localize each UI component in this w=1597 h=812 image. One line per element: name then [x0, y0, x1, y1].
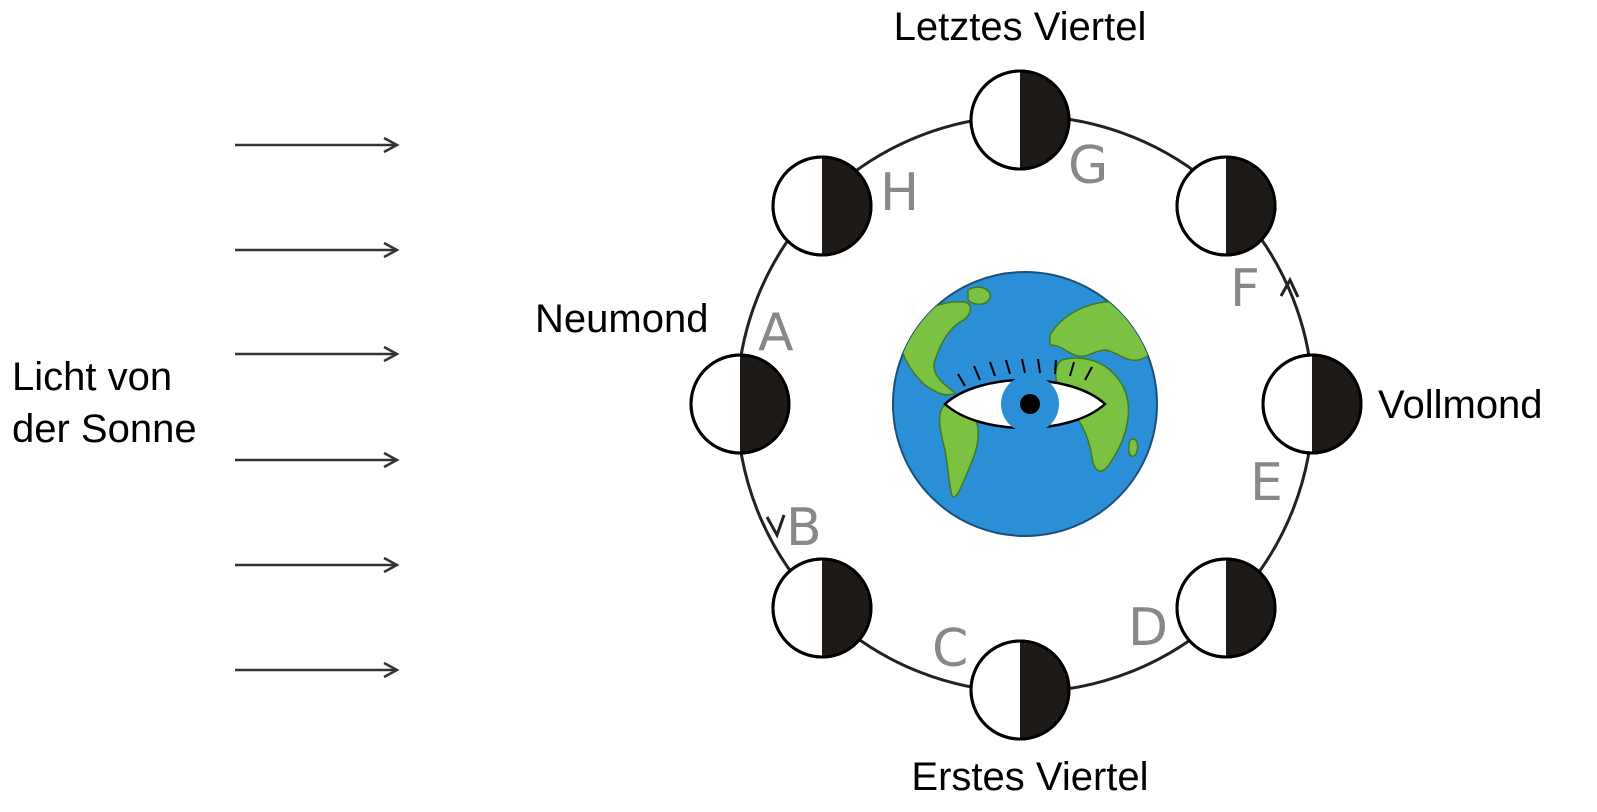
- observer-eye-icon: [943, 358, 1107, 433]
- moon-a-icon: [689, 353, 791, 455]
- moons-group: [689, 69, 1363, 741]
- moon-e-icon: [1261, 353, 1363, 455]
- moon-c-icon: [969, 639, 1071, 741]
- position-letter-g: G: [1068, 136, 1108, 196]
- eyelashes: [957, 358, 1093, 387]
- moon-b-icon: [771, 557, 873, 659]
- moon-dark-half: [1226, 157, 1275, 255]
- moon-outline: [689, 353, 791, 455]
- sunlight-arrow-icon: [235, 451, 400, 469]
- sun-light-arrows: [235, 136, 400, 679]
- moon-f-icon: [1175, 155, 1277, 257]
- full-moon-label: Vollmond: [1378, 383, 1543, 427]
- moon-dark-half: [1226, 559, 1275, 657]
- moon-dark-half: [822, 157, 871, 255]
- moon-outline: [969, 69, 1071, 171]
- position-letter-e: E: [1250, 453, 1283, 513]
- orbit-direction-arrow-icon: [765, 514, 786, 539]
- position-letter-c: C: [932, 619, 968, 679]
- sunlight-label: Licht von der Sonne: [12, 355, 197, 451]
- moon-d-icon: [1175, 557, 1277, 659]
- moon-dark-half: [822, 559, 871, 657]
- position-letter-f: F: [1230, 259, 1260, 319]
- sunlight-arrow-icon: [235, 241, 400, 259]
- position-letter-h: H: [880, 163, 919, 223]
- eye-pupil: [1020, 394, 1040, 414]
- sunlight-arrow-icon: [235, 136, 400, 154]
- moon-outline: [1175, 557, 1277, 659]
- sunlight-label-line1: Licht von: [12, 355, 172, 399]
- sunlight-arrow-icon: [235, 661, 400, 679]
- orbit-direction-arrow-icon: [1279, 276, 1300, 298]
- position-letter-a: A: [758, 303, 794, 363]
- moon-dark-half: [740, 355, 789, 453]
- moon-dark-half: [1312, 355, 1361, 453]
- moon-dark-half: [1020, 71, 1069, 169]
- moon-h-icon: [771, 155, 873, 257]
- first-quarter-label: Erstes Viertel: [911, 755, 1148, 799]
- new-moon-label: Neumond: [535, 297, 708, 341]
- moon-outline: [1175, 155, 1277, 257]
- sunlight-label-line2: der Sonne: [12, 407, 197, 451]
- moon-outline: [771, 155, 873, 257]
- moon-outline: [969, 639, 1071, 741]
- sunlight-arrow-icon: [235, 556, 400, 574]
- moon-outline: [1261, 353, 1363, 455]
- position-letter-d: D: [1128, 598, 1168, 658]
- moon-g-icon: [969, 69, 1071, 171]
- position-letter-b: B: [786, 498, 822, 558]
- moon-dark-half: [1020, 641, 1069, 739]
- last-quarter-label: Letztes Viertel: [894, 5, 1147, 49]
- moon-outline: [771, 557, 873, 659]
- sunlight-arrow-icon: [235, 345, 400, 363]
- earth-globe-icon: [892, 271, 1158, 537]
